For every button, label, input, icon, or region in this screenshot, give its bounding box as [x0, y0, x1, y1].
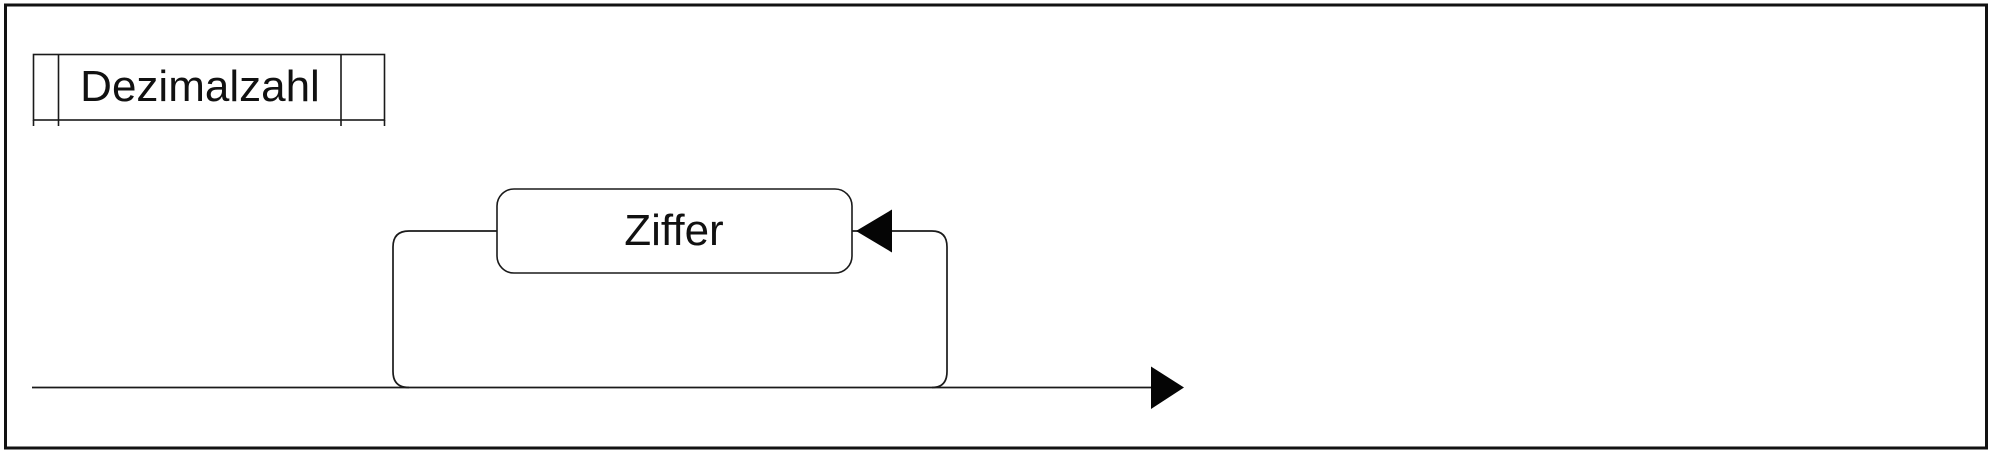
loop-node-label: Ziffer: [624, 206, 723, 255]
title-label: Dezimalzahl: [80, 62, 320, 111]
loop-node-border: [496, 188, 853, 274]
title-box-border: [32, 53, 386, 121]
loop-left-riser-path: [392, 230, 498, 389]
loop-node: Ziffer: [496, 188, 853, 274]
rail-arrowhead-right-icon: [1151, 366, 1184, 409]
loop-right-riser-path: [852, 230, 948, 389]
outer-frame-border: [4, 3, 1988, 450]
loop-arrowhead-left-icon: [856, 209, 892, 253]
title-box: Dezimalzahl: [32, 53, 386, 126]
